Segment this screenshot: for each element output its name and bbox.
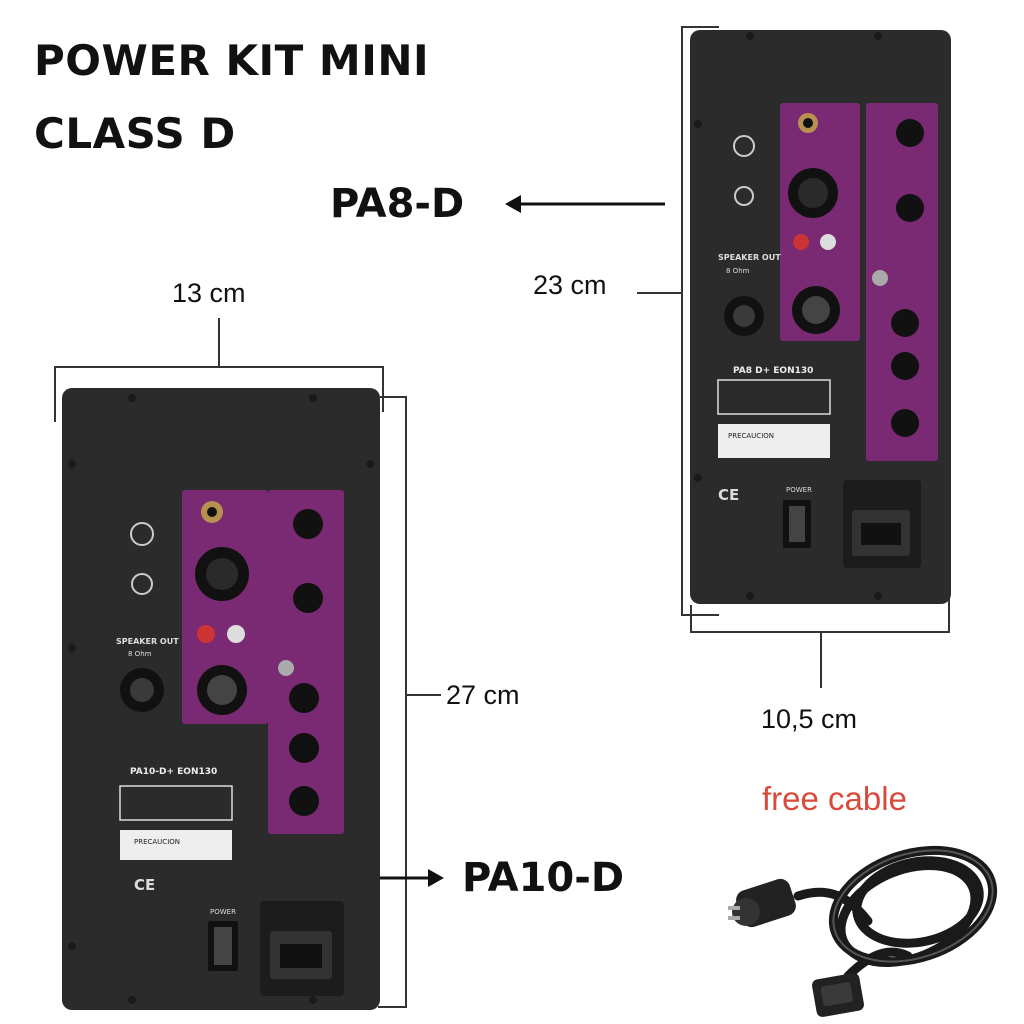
model-label-large: PA10-D	[462, 855, 625, 901]
small-width-label: 10,5 cm	[761, 704, 858, 734]
svg-text:CE: CE	[718, 486, 739, 504]
free-cable-label: free cable	[762, 780, 907, 817]
arrow-left-icon	[505, 195, 665, 213]
svg-text:POWER: POWER	[210, 908, 236, 916]
power-cable-image	[728, 845, 998, 1017]
svg-text:PRECAUCION: PRECAUCION	[728, 432, 774, 440]
svg-text:POWER: POWER	[786, 486, 812, 494]
svg-text:PRECAUCION: PRECAUCION	[134, 838, 180, 846]
small-height-label: 23 cm	[533, 270, 607, 300]
svg-text:CE: CE	[134, 876, 155, 894]
large-height-bracket	[405, 396, 407, 1008]
large-height-label: 27 cm	[446, 680, 520, 710]
iec-connector-icon	[812, 973, 864, 1017]
title-line-1: POWER KIT MINI	[34, 36, 430, 85]
svg-text:PA10-D+ EON130: PA10-D+ EON130	[130, 767, 217, 777]
model-label-small: PA8-D	[330, 181, 465, 227]
title-line-2: CLASS D	[34, 109, 236, 158]
amplifier-panel-pa10: SPEAKER OUT 8 Ohm PA10-D+ EON130 PRECAUC…	[62, 388, 380, 1010]
speaker-out-text: SPEAKER OUT	[718, 253, 781, 262]
amplifier-panel-pa8: SPEAKER OUT 8 Ohm PA8 D+ EON130 PRECAUCI…	[690, 30, 951, 604]
svg-text:SPEAKER OUT: SPEAKER OUT	[116, 637, 179, 646]
svg-text:8 Ohm: 8 Ohm	[128, 650, 152, 658]
large-width-label: 13 cm	[172, 278, 246, 308]
large-width-bracket	[54, 366, 384, 368]
plug-icon	[728, 878, 796, 928]
small-width-bracket	[690, 631, 950, 633]
svg-text:PA8 D+ EON130: PA8 D+ EON130	[733, 366, 813, 376]
small-height-bracket	[681, 26, 683, 616]
svg-text:8 Ohm: 8 Ohm	[726, 267, 750, 275]
